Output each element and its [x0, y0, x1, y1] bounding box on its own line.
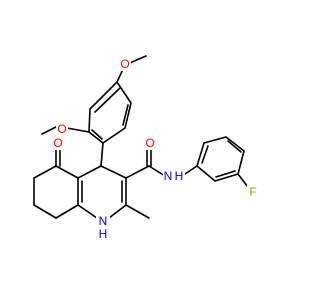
bond-c3-carbonyl [125, 165, 150, 179]
bond-aryl2-double-a [201, 145, 209, 164]
bond-c4a-c5 [55, 165, 79, 179]
bond-aryl1-double-a [94, 87, 121, 113]
bond-carbonyl-n [148, 165, 166, 177]
bond-c3-c4 [100, 165, 127, 179]
atom-o-methoxy-left: O [57, 122, 66, 136]
molecule-diagram: O O O O N H F N H [33, 55, 259, 242]
bond-methoxy-left-oxygen [66, 127, 90, 133]
atom-n-amide: N [164, 169, 173, 183]
atom-o-ketone: O [53, 136, 62, 150]
atom-o-amide: O [145, 136, 154, 150]
atom-h-amide: H [175, 169, 184, 183]
atom-o-methoxy-top: O [120, 57, 129, 71]
bond-c8a-nh [77, 204, 98, 219]
bond-nh-c2 [108, 204, 127, 219]
bond-aryl1-double-b [122, 104, 129, 126]
bond-c2-methyl [125, 204, 150, 219]
bond-methoxy-left-methyl [41, 125, 59, 135]
atom-h-ring: H [99, 227, 108, 241]
bond-aryl2-double-c [215, 170, 236, 178]
bond-c8-c8a [55, 204, 79, 219]
bond-aryl2-ring [196, 136, 245, 182]
bond-c7-c8 [33, 204, 57, 219]
atom-f: F [249, 185, 256, 199]
atom-labels: O O O O N H F N H [51, 57, 259, 242]
bond-aryl2-double-b [227, 140, 242, 153]
bond-aryl1-double-c [91, 129, 103, 140]
bond-aryl-c4 [100, 142, 104, 167]
bond-c4-c4a [77, 165, 102, 179]
structure-svg: O O O O N H F N H [33, 55, 259, 242]
bond-c5-c6 [33, 165, 57, 179]
atom-n-ring: N [99, 214, 108, 228]
bond-lines [33, 55, 252, 219]
